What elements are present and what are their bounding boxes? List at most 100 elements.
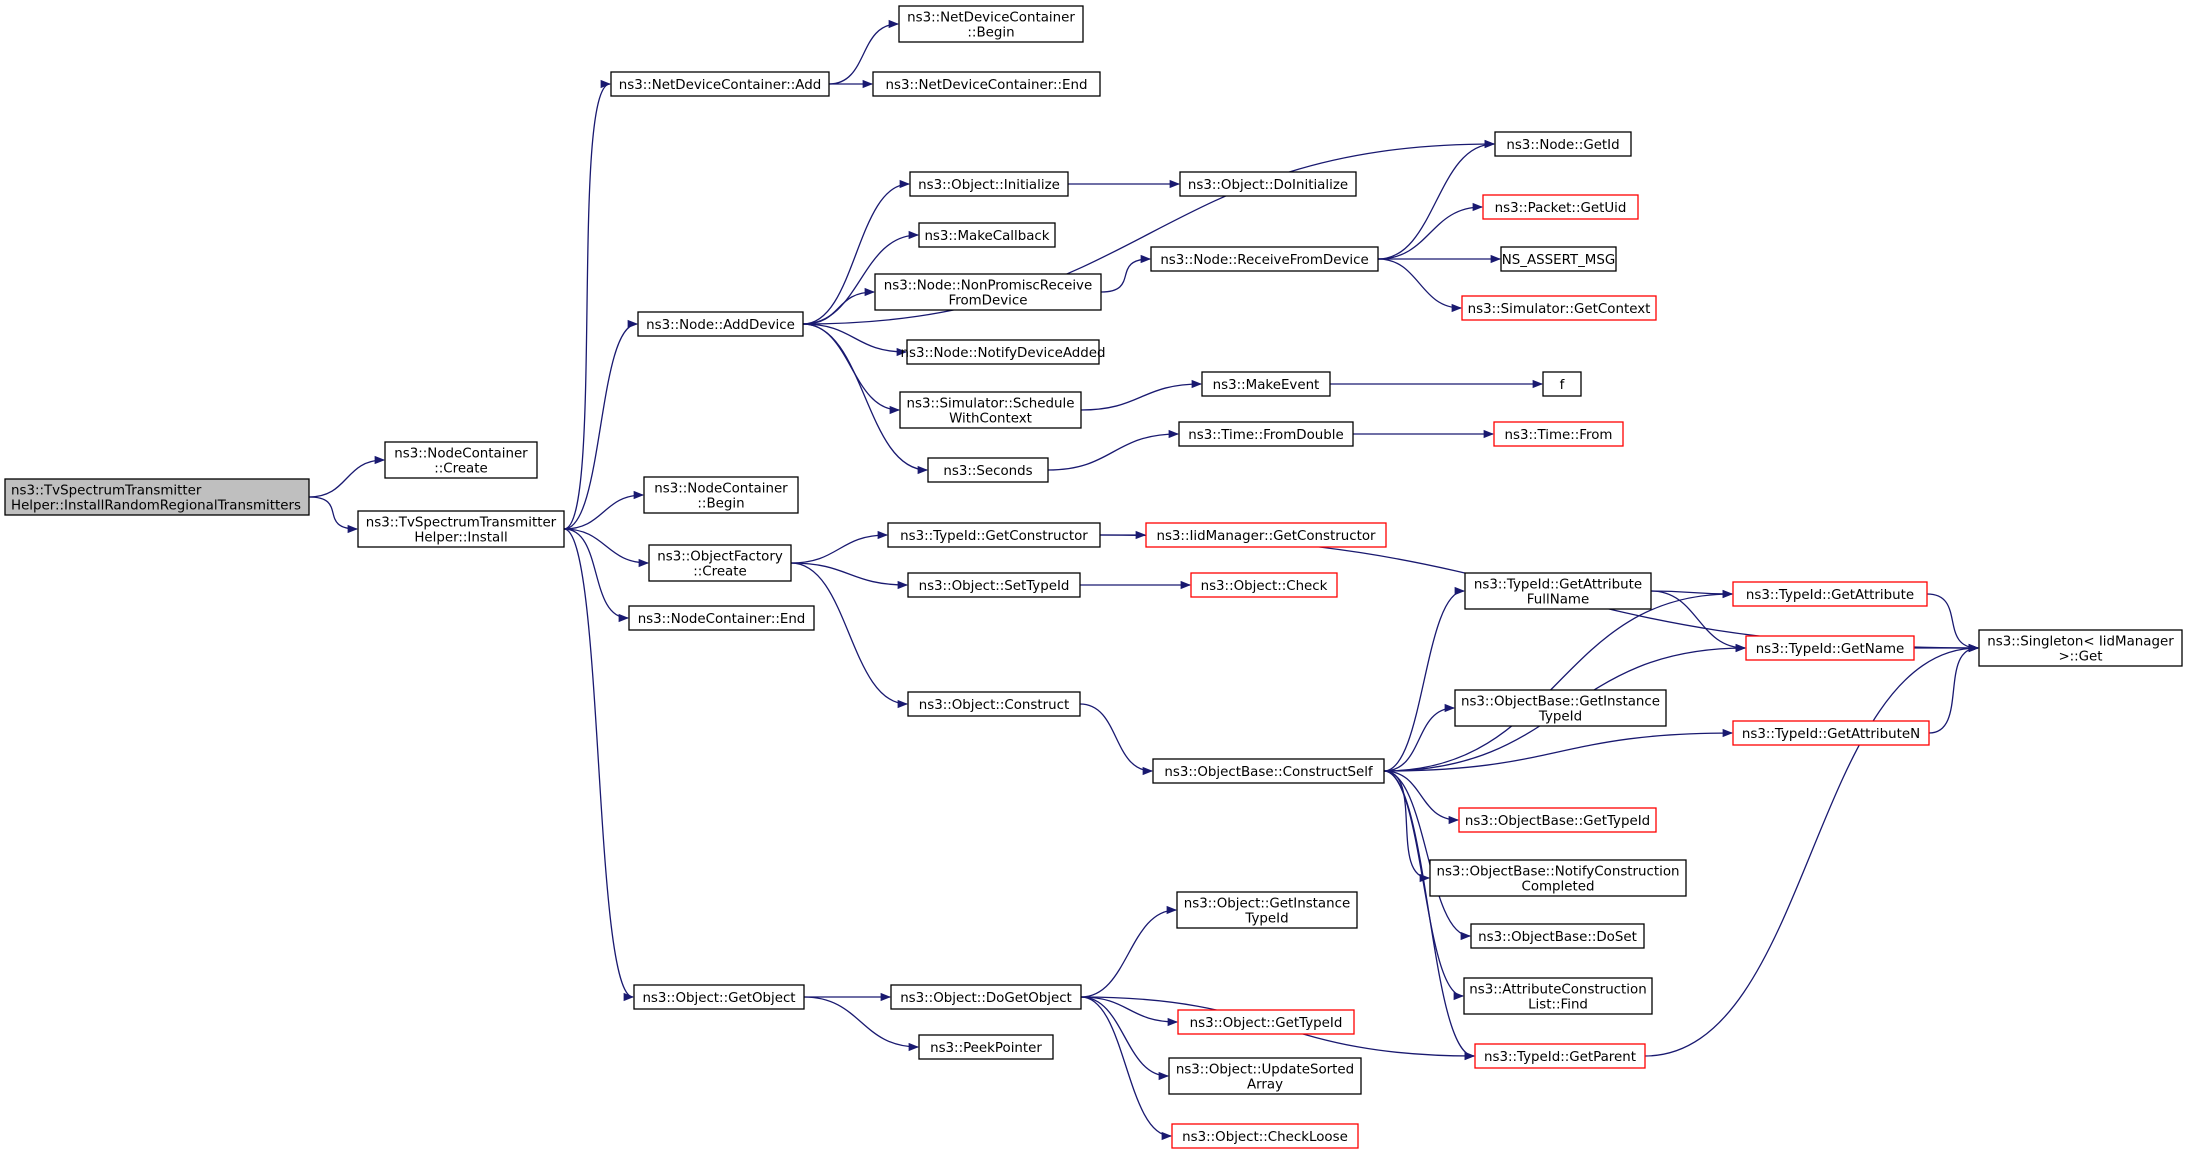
node-tid-getparent[interactable]: ns3::TypeId::GetParent xyxy=(1474,1043,1646,1069)
edge-install-to-nc_end xyxy=(563,528,630,623)
node-box xyxy=(1542,371,1582,397)
node-box xyxy=(1464,572,1652,610)
node-ndc-end[interactable]: ns3::NetDeviceContainer::End xyxy=(872,71,1101,97)
node-label: ns3::Node::GetId xyxy=(1506,138,1619,153)
node-label: >::Get xyxy=(2058,650,2102,665)
node-ob-gettid[interactable]: ns3::ObjectBase::GetTypeId xyxy=(1458,807,1657,833)
edge-path xyxy=(803,996,920,1052)
node-label: Helper::InstallRandomRegionalTransmitter… xyxy=(11,499,301,514)
node-label: f xyxy=(1560,378,1565,393)
node-box xyxy=(906,339,1100,365)
node-obj-dogetobject[interactable]: ns3::Object::DoGetObject xyxy=(890,984,1082,1010)
edge-path xyxy=(1383,728,1734,772)
node-box xyxy=(874,273,1102,311)
node-box xyxy=(637,311,804,337)
node-label: ::Begin xyxy=(967,26,1014,41)
node-box xyxy=(1463,977,1653,1015)
node-box xyxy=(1176,891,1358,929)
node-obj-checkloose[interactable]: ns3::Object::CheckLoose xyxy=(1171,1123,1359,1149)
edge-path xyxy=(1377,258,1463,313)
edge-obj_getobject-to-peek_pointer xyxy=(803,996,920,1052)
node-install[interactable]: ns3::TvSpectrumTransmitterHelper::Instal… xyxy=(357,510,565,548)
edge-node_recv-to-sim_getctx xyxy=(1377,258,1463,313)
node-time-fromdouble[interactable]: ns3::Time::FromDouble xyxy=(1178,421,1354,447)
node-nc-create[interactable]: ns3::NodeContainer::Create xyxy=(384,441,538,479)
node-ob-doset[interactable]: ns3::ObjectBase::DoSet xyxy=(1470,923,1645,949)
edge-path xyxy=(1383,770,1476,1061)
node-time-from[interactable]: ns3::Time::From xyxy=(1493,421,1624,447)
node-peek-pointer[interactable]: ns3::PeekPointer xyxy=(918,1034,1054,1060)
node-label: ns3::Seconds xyxy=(943,464,1032,479)
node-nc-end[interactable]: ns3::NodeContainer::End xyxy=(628,605,815,631)
node-box xyxy=(907,572,1081,598)
node-node-getid[interactable]: ns3::Node::GetId xyxy=(1494,131,1632,157)
node-iid-getctor[interactable]: ns3::IidManager::GetConstructor xyxy=(1145,522,1387,548)
node-ob-notify[interactable]: ns3::ObjectBase::NotifyConstructionCompl… xyxy=(1429,859,1687,897)
node-tid-getattr[interactable]: ns3::TypeId::GetAttribute xyxy=(1732,581,1928,607)
node-label: ns3::Node::AddDevice xyxy=(646,318,795,333)
node-obj-doinit[interactable]: ns3::Object::DoInitialize xyxy=(1179,171,1357,197)
node-label: ns3::ObjectBase::NotifyConstruction xyxy=(1436,865,1679,880)
node-of-create[interactable]: ns3::ObjectFactory::Create xyxy=(648,544,792,582)
node-node-notify[interactable]: ns3::Node::NotifyDeviceAdded xyxy=(900,339,1106,365)
node-seconds[interactable]: ns3::Seconds xyxy=(927,457,1049,483)
node-label: ns3::TypeId::GetAttributeN xyxy=(1742,727,1920,742)
node-node-adddev[interactable]: ns3::Node::AddDevice xyxy=(637,311,804,337)
node-label: ns3::PeekPointer xyxy=(930,1041,1042,1056)
node-sim-getctx[interactable]: ns3::Simulator::GetContext xyxy=(1461,295,1657,321)
node-ns-assert[interactable]: NS_ASSERT_MSG xyxy=(1500,246,1617,272)
edge-path xyxy=(1650,590,1747,653)
node-f[interactable]: f xyxy=(1542,371,1582,397)
node-tid-getctor[interactable]: ns3::TypeId::GetConstructor xyxy=(887,522,1101,548)
edge-node_recv-to-node_getid xyxy=(1377,139,1496,260)
edge-path xyxy=(1080,379,1203,411)
node-label: ns3::Object::GetInstance xyxy=(1184,897,1350,912)
node-label: ::Begin xyxy=(697,497,744,512)
node-make-cb[interactable]: ns3::MakeCallback xyxy=(918,222,1056,248)
node-label: ns3::Packet::GetUid xyxy=(1495,201,1627,216)
node-label: ns3::Object::CheckLoose xyxy=(1182,1130,1348,1145)
node-obj-settid[interactable]: ns3::Object::SetTypeId xyxy=(907,572,1081,598)
node-ndc-add[interactable]: ns3::NetDeviceContainer::Add xyxy=(610,71,830,97)
node-label: NS_ASSERT_MSG xyxy=(1502,253,1615,268)
edge-path xyxy=(1650,589,1734,599)
node-nc-begin[interactable]: ns3::NodeContainer::Begin xyxy=(643,476,799,514)
node-obj-init[interactable]: ns3::Object::Initialize xyxy=(909,171,1069,197)
node-packet-getuid[interactable]: ns3::Packet::GetUid xyxy=(1482,194,1639,220)
node-ob-constructself[interactable]: ns3::ObjectBase::ConstructSelf xyxy=(1152,758,1385,784)
edge-ob_constructself-to-tid_getparent xyxy=(1383,770,1476,1061)
node-label: TypeId xyxy=(1244,912,1288,927)
node-label: ns3::Time::FromDouble xyxy=(1188,428,1343,443)
node-singleton-get[interactable]: ns3::Singleton< IidManager>::Get xyxy=(1978,629,2183,667)
node-obj-gettid[interactable]: ns3::Object::GetTypeId xyxy=(1177,1009,1355,1035)
edge-path xyxy=(1926,593,1980,653)
node-box xyxy=(628,605,815,631)
node-label: ns3::MakeCallback xyxy=(924,229,1049,244)
node-box xyxy=(1493,421,1624,447)
edge-ob_constructself-to-ob_getinst xyxy=(1383,703,1456,772)
node-obj-getobject[interactable]: ns3::Object::GetObject xyxy=(633,984,805,1010)
node-root[interactable]: ns3::TvSpectrumTransmitterHelper::Instal… xyxy=(4,478,310,516)
node-box xyxy=(918,1034,1054,1060)
node-obj-construct[interactable]: ns3::Object::Construct xyxy=(907,691,1081,717)
node-tid-getattrn[interactable]: ns3::TypeId::GetAttributeN xyxy=(1732,720,1930,746)
node-make-event[interactable]: ns3::MakeEvent xyxy=(1201,371,1331,397)
node-tid-getname[interactable]: ns3::TypeId::GetName xyxy=(1745,635,1915,661)
node-box xyxy=(1458,807,1657,833)
node-label: ns3::Object::Check xyxy=(1201,579,1328,594)
edge-path xyxy=(1644,643,1980,1057)
node-node-recv[interactable]: ns3::Node::ReceiveFromDevice xyxy=(1150,246,1379,272)
node-obj-check[interactable]: ns3::Object::Check xyxy=(1190,572,1338,598)
edge-ob_constructself-to-tid_getattrn xyxy=(1383,728,1734,772)
node-label: ns3::TypeId::GetParent xyxy=(1484,1050,1636,1065)
node-ndc-begin[interactable]: ns3::NetDeviceContainer::Begin xyxy=(898,5,1084,43)
node-label: List::Find xyxy=(1528,998,1588,1013)
node-label: ns3::Object::Initialize xyxy=(918,178,1060,193)
